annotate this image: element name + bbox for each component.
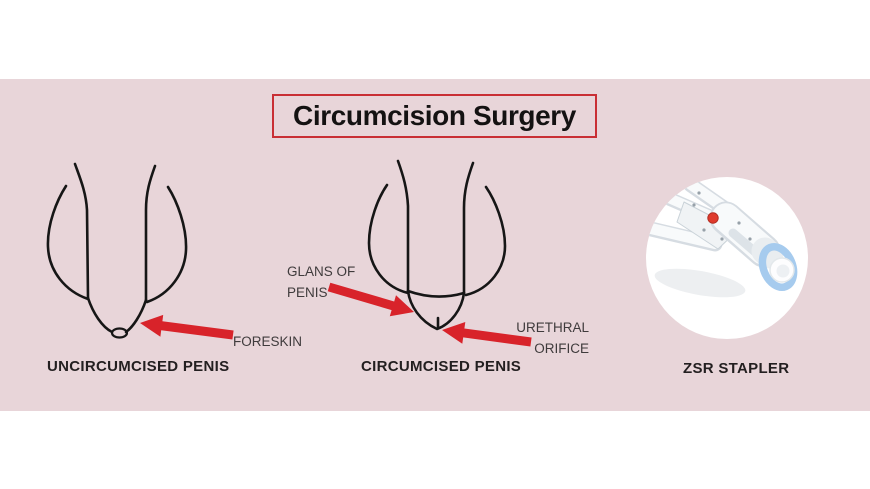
title-box: Circumcision Surgery: [272, 94, 597, 138]
zsr-stapler-caption: ZSR STAPLER: [683, 360, 790, 377]
page-title: Circumcision Surgery: [293, 100, 576, 131]
urethral-label-line2: ORIFICE: [534, 341, 589, 356]
urethral-orifice-label: URETHRAL ORIFICE: [505, 317, 589, 359]
glans-label: GLANS OF PENIS: [287, 261, 355, 303]
circumcised-penis-caption: CIRCUMCISED PENIS: [361, 358, 522, 375]
foreskin-label: FORESKIN: [233, 334, 303, 349]
uncircumcised-penis-caption: UNCIRCUMCISED PENIS: [47, 358, 230, 375]
glans-label-line1: GLANS OF: [287, 264, 356, 279]
urethral-label-line1: URETHRAL: [516, 320, 589, 335]
glans-label-line2: PENIS: [287, 285, 328, 300]
